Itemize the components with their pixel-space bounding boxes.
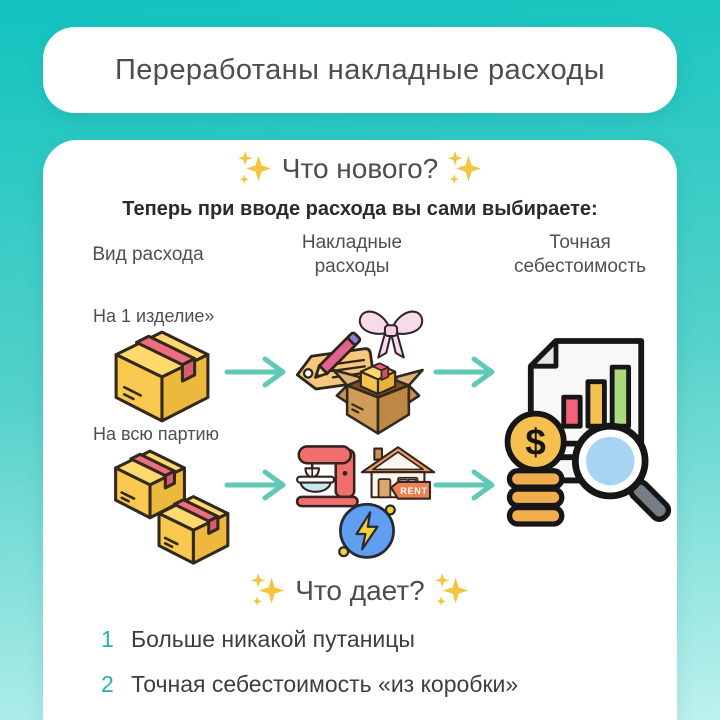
sparkles-icon xyxy=(237,151,271,184)
open-box-icon xyxy=(330,351,426,437)
list-item: 2 Точная себестоимость «из коробки» xyxy=(101,671,518,699)
double-box-icon xyxy=(103,443,239,567)
sparkles-icon xyxy=(251,573,285,606)
house-rent-icon: RENT xyxy=(359,443,437,507)
page-title: Переработаны накладные расходы xyxy=(115,53,605,86)
benefit-number: 1 xyxy=(101,626,114,652)
arrow-right-icon xyxy=(432,355,502,389)
content-card: Что нового? Теперь при вводе расхода вы … xyxy=(43,140,677,720)
gift-bow-icon xyxy=(354,301,428,363)
whats-new-subtitle: Теперь при вводе расхода вы сами выбирае… xyxy=(122,198,598,220)
title-card: Переработаны накладные расходы xyxy=(43,27,677,113)
benefit-text: Точная себестоимость «из коробки» xyxy=(131,670,519,697)
benefits-heading-text: Что дает? xyxy=(295,575,425,606)
dollar-coin-symbol: $ xyxy=(525,421,545,462)
row-label-per-item: На 1 изделие» xyxy=(93,306,215,326)
list-item: 1 Больше никакой путаницы xyxy=(101,626,518,654)
rent-sign-text: RENT xyxy=(400,486,427,496)
arrow-right-icon xyxy=(223,355,293,389)
mixer-icon xyxy=(287,438,371,512)
benefit-text: Больше никакой путаницы xyxy=(131,626,415,652)
whats-new-heading: Что нового? xyxy=(43,150,677,188)
whats-new-heading-text: Что нового? xyxy=(281,153,439,184)
electricity-icon xyxy=(330,493,404,567)
benefits-heading: Что дает? xyxy=(43,572,677,610)
single-box-icon xyxy=(105,324,219,426)
column-header-expense-type: Вид расхода xyxy=(92,244,204,266)
arrow-right-icon xyxy=(223,468,293,502)
benefit-number: 2 xyxy=(101,670,114,697)
column-header-exact-cost: Точная себестоимость xyxy=(514,232,646,277)
sparkles-icon xyxy=(448,151,482,184)
arrow-right-icon xyxy=(432,468,502,502)
column-header-overheads: Накладные расходы xyxy=(301,232,403,277)
sparkles-icon xyxy=(434,573,468,606)
benefits-list: 1 Больше никакой путаницы 2 Точная себес… xyxy=(101,626,518,698)
row-label-per-batch: На всю партию xyxy=(93,424,220,444)
cost-analysis-icon: $ xyxy=(494,334,678,530)
